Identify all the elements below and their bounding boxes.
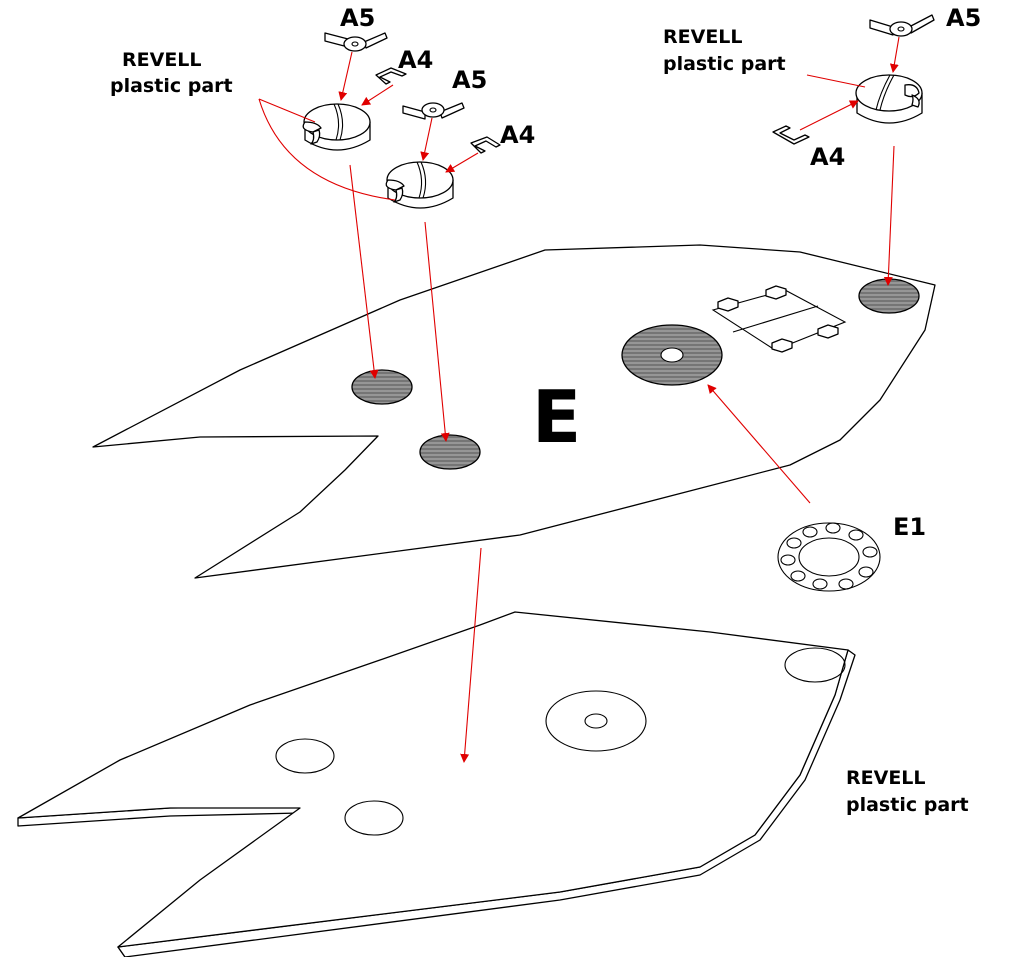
revell-cap-icon xyxy=(302,103,371,151)
label-revell-2-line2: plastic part xyxy=(663,53,786,75)
label-revell-2-line1: REVELL xyxy=(663,26,743,48)
revell-cap-icon xyxy=(385,161,454,209)
a5-wing-clip-icon xyxy=(324,32,388,52)
label-revell-3-line2: plastic part xyxy=(846,794,969,816)
a5-wing-clip-icon xyxy=(869,14,935,37)
label-e1: E1 xyxy=(893,513,926,541)
a5-wing-clip-icon xyxy=(402,102,465,120)
assembly-arrows xyxy=(258,36,900,763)
label-a4-3: A4 xyxy=(810,143,845,171)
a4-bracket-icon xyxy=(375,67,407,85)
revell-bottom-plate xyxy=(17,611,856,957)
hatched-mount-1 xyxy=(351,369,413,405)
label-revell-3-line1: REVELL xyxy=(846,767,926,789)
sheet-label-e: E xyxy=(532,375,581,459)
label-a5-3: A5 xyxy=(946,4,981,32)
e1-ring-icon xyxy=(777,522,881,592)
label-a5-1: A5 xyxy=(340,4,375,32)
revell-cap-icon xyxy=(855,74,923,124)
label-a4-2: A4 xyxy=(500,121,535,149)
label-a5-2: A5 xyxy=(452,66,487,94)
a4-bracket-icon xyxy=(772,125,810,145)
sheet-e: E xyxy=(92,244,936,579)
a4-bracket-icon xyxy=(470,136,501,154)
deck-bracket-detail xyxy=(711,285,847,353)
label-revell-1-line1: REVELL xyxy=(122,49,202,71)
hatched-mount-2 xyxy=(419,434,481,470)
hatched-mount-3 xyxy=(858,278,920,314)
label-revell-1-line2: plastic part xyxy=(110,75,233,97)
label-a4-1: A4 xyxy=(398,46,433,74)
